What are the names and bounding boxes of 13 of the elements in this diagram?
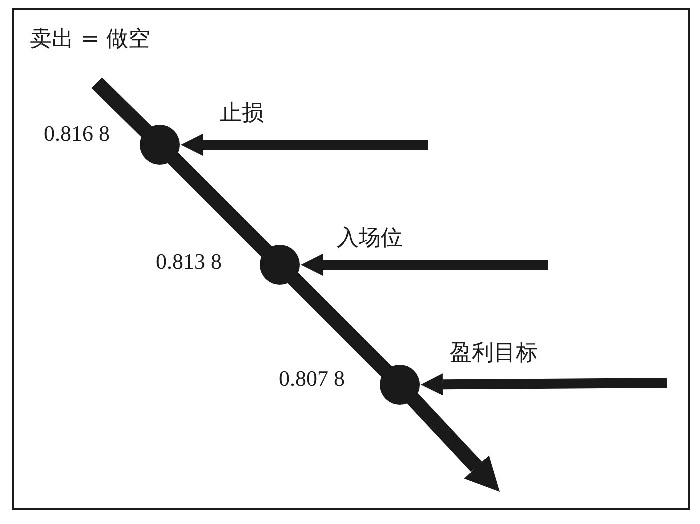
dot (380, 365, 420, 405)
arrow (181, 134, 428, 156)
price-label: 0.807 8 (279, 366, 345, 392)
edge-label: 止损 (220, 100, 264, 128)
arrow (301, 254, 548, 276)
edge-label: 盈利目标 (450, 340, 538, 368)
price-label: 0.816 8 (44, 121, 110, 147)
edge-label: 入场位 (337, 225, 403, 253)
dot (260, 245, 300, 285)
price-label: 0.813 8 (156, 249, 222, 275)
arrow (421, 374, 668, 396)
title: 卖出 = 做空 (30, 26, 150, 54)
dot (140, 125, 180, 165)
